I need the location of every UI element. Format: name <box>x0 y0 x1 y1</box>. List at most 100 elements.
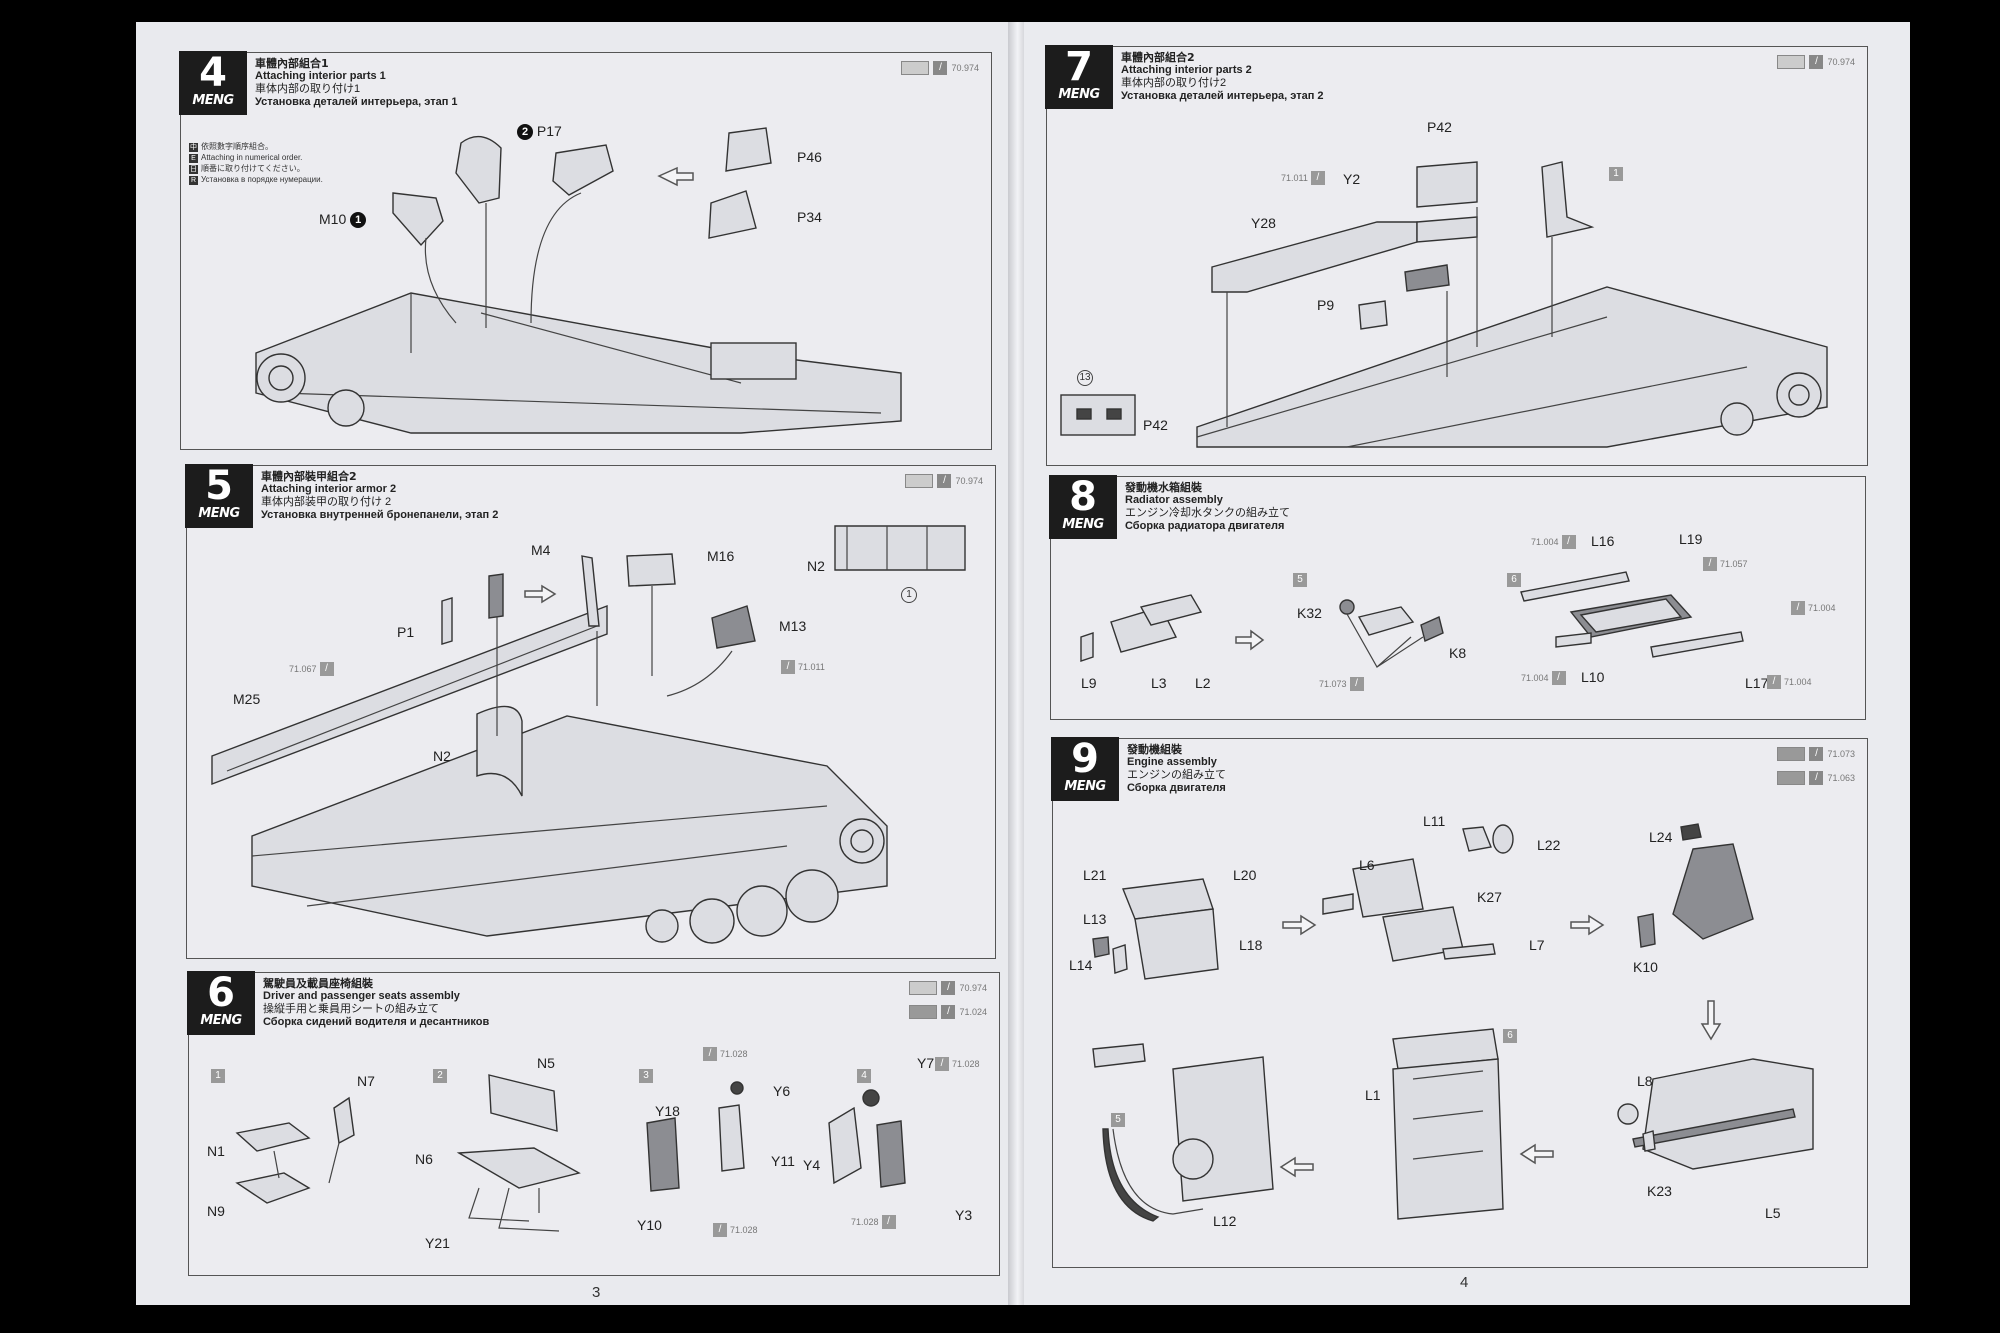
part-label: L16 <box>1591 533 1615 549</box>
part-label: L19 <box>1679 531 1703 547</box>
part-label: Y10 <box>637 1217 662 1233</box>
brush-icon: / <box>1791 601 1805 615</box>
part-label: L3 <box>1151 675 1167 691</box>
substep-number: 5 <box>1111 1113 1125 1127</box>
part-label: L9 <box>1081 675 1097 691</box>
part-label: Y6 <box>773 1083 791 1099</box>
substep-number: 5 <box>1293 573 1307 587</box>
part-label: P34 <box>797 209 822 225</box>
step-4-titles: 車體內部組合1 Attaching interior parts 1 車体内部の… <box>255 57 458 108</box>
brush-icon: / <box>937 474 952 488</box>
color-code: 71.011/ <box>1281 171 1325 185</box>
part-label: L1 <box>1365 1087 1381 1103</box>
part-label: P42 <box>1427 119 1452 135</box>
part-label: K8 <box>1449 645 1467 661</box>
meng-logo: MENG <box>1062 517 1104 532</box>
step-5-paint-code: /70.974 <box>905 474 983 488</box>
step-4-paint-code: /70.974 <box>901 61 979 75</box>
color-code: /71.028 <box>703 1047 748 1061</box>
color-code: /71.057 <box>1703 557 1748 571</box>
brush-icon: / <box>1349 677 1364 691</box>
part-label: K10 <box>1633 959 1658 975</box>
paint-swatch <box>901 61 930 75</box>
brush-icon: / <box>1561 535 1576 549</box>
brush-icon: / <box>941 981 956 995</box>
part-label: Y7 <box>917 1055 935 1071</box>
brush-icon: / <box>1809 55 1824 69</box>
part-label: N6 <box>415 1151 433 1167</box>
brush-icon: / <box>703 1047 717 1061</box>
part-label: N9 <box>207 1203 225 1219</box>
part-label: L18 <box>1239 937 1263 953</box>
part-label: Y18 <box>655 1103 680 1119</box>
page-number-right: 4 <box>1460 1274 1469 1291</box>
part-label: L2 <box>1195 675 1211 691</box>
substep-number: 6 <box>1507 573 1521 587</box>
part-label: P9 <box>1317 297 1335 313</box>
part-label: P1 <box>397 624 415 640</box>
brush-icon: / <box>781 660 795 674</box>
step-9-paint-code-2: /71.063 <box>1777 771 1855 785</box>
part-label: K23 <box>1647 1183 1672 1199</box>
substep-number: 6 <box>1503 1029 1517 1043</box>
part-label: M25 <box>233 691 261 707</box>
step-7-paint-code: /70.974 <box>1777 55 1855 69</box>
part-label: M16 <box>707 548 735 564</box>
paint-swatch <box>909 981 938 995</box>
part-label: L13 <box>1083 911 1107 927</box>
part-label: M10 1 <box>319 211 367 229</box>
paint-swatch <box>1777 55 1806 69</box>
part-label: L20 <box>1233 867 1257 883</box>
color-code: 71.028/ <box>851 1215 896 1229</box>
paint-swatch <box>1777 747 1806 761</box>
page-number-left: 3 <box>592 1284 601 1301</box>
paint-swatch <box>1777 771 1806 785</box>
brush-icon: / <box>881 1215 896 1229</box>
step-6-paint-code-2: /71.024 <box>909 1005 987 1019</box>
part-label: M13 <box>779 618 807 634</box>
part-label: Y28 <box>1251 215 1276 231</box>
color-code: /71.028 <box>713 1223 758 1237</box>
part-label: L5 <box>1765 1205 1781 1221</box>
substep-number: 4 <box>857 1069 871 1083</box>
step-8-diagram <box>1080 571 1744 668</box>
part-label: L11 <box>1423 813 1446 829</box>
color-code: /71.011 <box>781 660 825 674</box>
meng-logo: MENG <box>1064 779 1106 794</box>
part-label: 2 P17 <box>517 123 562 141</box>
brush-icon: / <box>1767 675 1781 689</box>
substep-number: 1 <box>1609 167 1623 181</box>
step-7-titles: 車體內部組合2 Attaching interior parts 2 車体内部の… <box>1121 51 1324 102</box>
color-code: /71.004 <box>1767 675 1812 689</box>
part-label: P46 <box>797 149 822 165</box>
part-label: N1 <box>207 1143 225 1159</box>
substep-number: 2 <box>433 1069 447 1083</box>
part-label: Y4 <box>803 1157 821 1173</box>
part-label: K32 <box>1297 605 1322 621</box>
paint-swatch <box>905 474 934 488</box>
paint-swatch <box>909 1005 938 1019</box>
part-label: N5 <box>537 1055 555 1071</box>
step-5-titles: 車體內部裝甲組合2 Attaching interior armor 2 車体内… <box>261 470 499 521</box>
part-label: M4 <box>531 542 551 558</box>
part-label: Y11 <box>771 1153 795 1169</box>
part-label: L24 <box>1649 829 1673 845</box>
color-code: 71.004/ <box>1531 535 1576 549</box>
color-code: 71.067/ <box>289 662 334 676</box>
step-9-titles: 發動機組裝 Engine assembly エンジンの組み立て Сборка д… <box>1127 743 1226 794</box>
part-label: N7 <box>357 1073 375 1089</box>
meng-logo: MENG <box>192 93 234 108</box>
substep-number: 3 <box>639 1069 653 1083</box>
page-gutter <box>1008 22 1024 1305</box>
step-9-paint-code-1: /71.073 <box>1777 747 1855 761</box>
step-8-titles: 發動機水箱組裝 Radiator assembly エンジン冷却水タンクの組み立… <box>1125 481 1290 532</box>
brush-icon: / <box>319 662 334 676</box>
